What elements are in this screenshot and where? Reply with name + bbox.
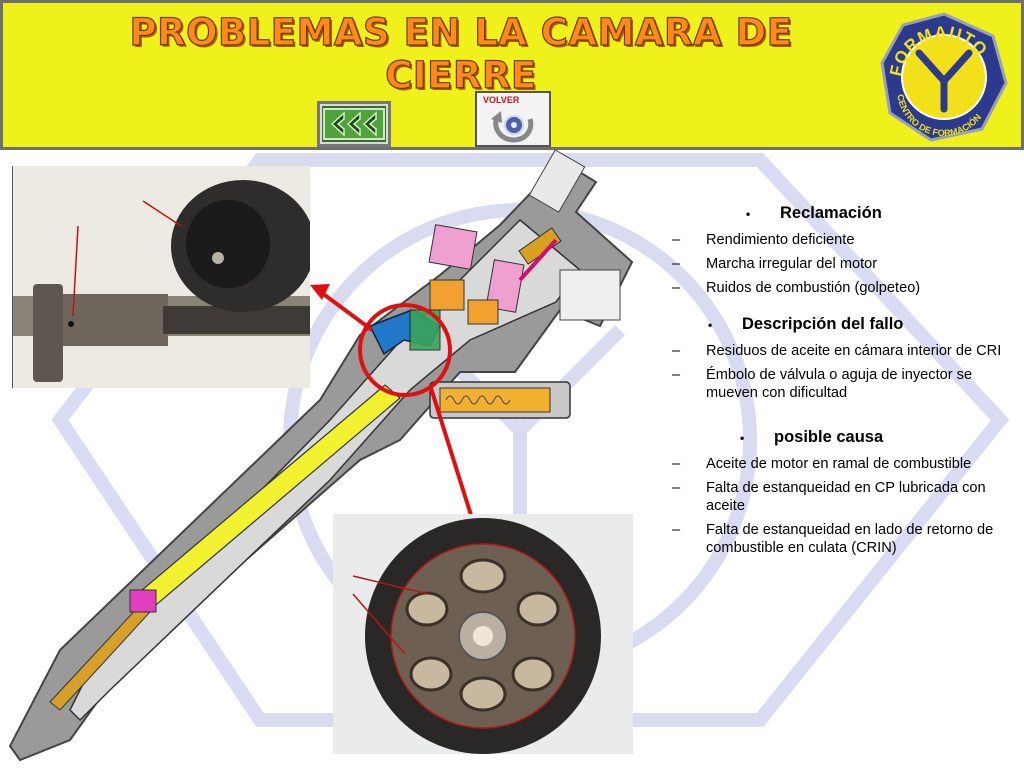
page-title: PROBLEMAS EN LA CAMARA DE CIERRE [129,10,793,97]
section-heading: Descripción del fallo [742,315,904,333]
header-banner: PROBLEMAS EN LA CAMARA DE CIERRE VOLVER [0,0,1024,150]
triple-left-arrow-icon [330,111,377,137]
section-heading: Reclamación [780,204,882,222]
volver-label: VOLVER [483,95,520,105]
list-item: –Falta de estanqueidad en lado de retorn… [672,522,994,556]
list-item: –Ruidos de combustión (golpeteo) [672,280,921,296]
info-panel: •Reclamación –Rendimiento deficiente –Ma… [668,204,1020,575]
injector-cross-section-diagram [8,150,634,762]
section-reclamacion: •Reclamación –Rendimiento deficiente –Ma… [668,204,1020,297]
list-item: –Aceite de motor en ramal de combustible [672,456,972,472]
list-item: –Émbolo de válvula o aguja de inyector s… [672,367,973,401]
valve-photo [12,166,310,388]
section-heading: posible causa [774,428,884,446]
list-item: –Rendimiento deficiente [672,232,855,248]
section-posible-causa: •posible causa –Aceite de motor en ramal… [668,428,1020,557]
list-item: –Residuos de aceite en cámara interior d… [672,343,1002,359]
return-disc-icon [491,111,534,143]
valve-seat-photo [333,514,633,754]
section-descripcion: •Descripción del fallo –Residuos de acei… [668,315,1020,402]
list-item: –Marcha irregular del motor [672,256,878,272]
list-item: –Falta de estanqueidad en CP lubricada c… [672,480,986,514]
formauto-logo: FORMAUTO CENTRO DE FORMACIÓN [880,12,1008,142]
back-button[interactable] [317,101,391,147]
volver-button[interactable]: VOLVER [475,91,551,147]
